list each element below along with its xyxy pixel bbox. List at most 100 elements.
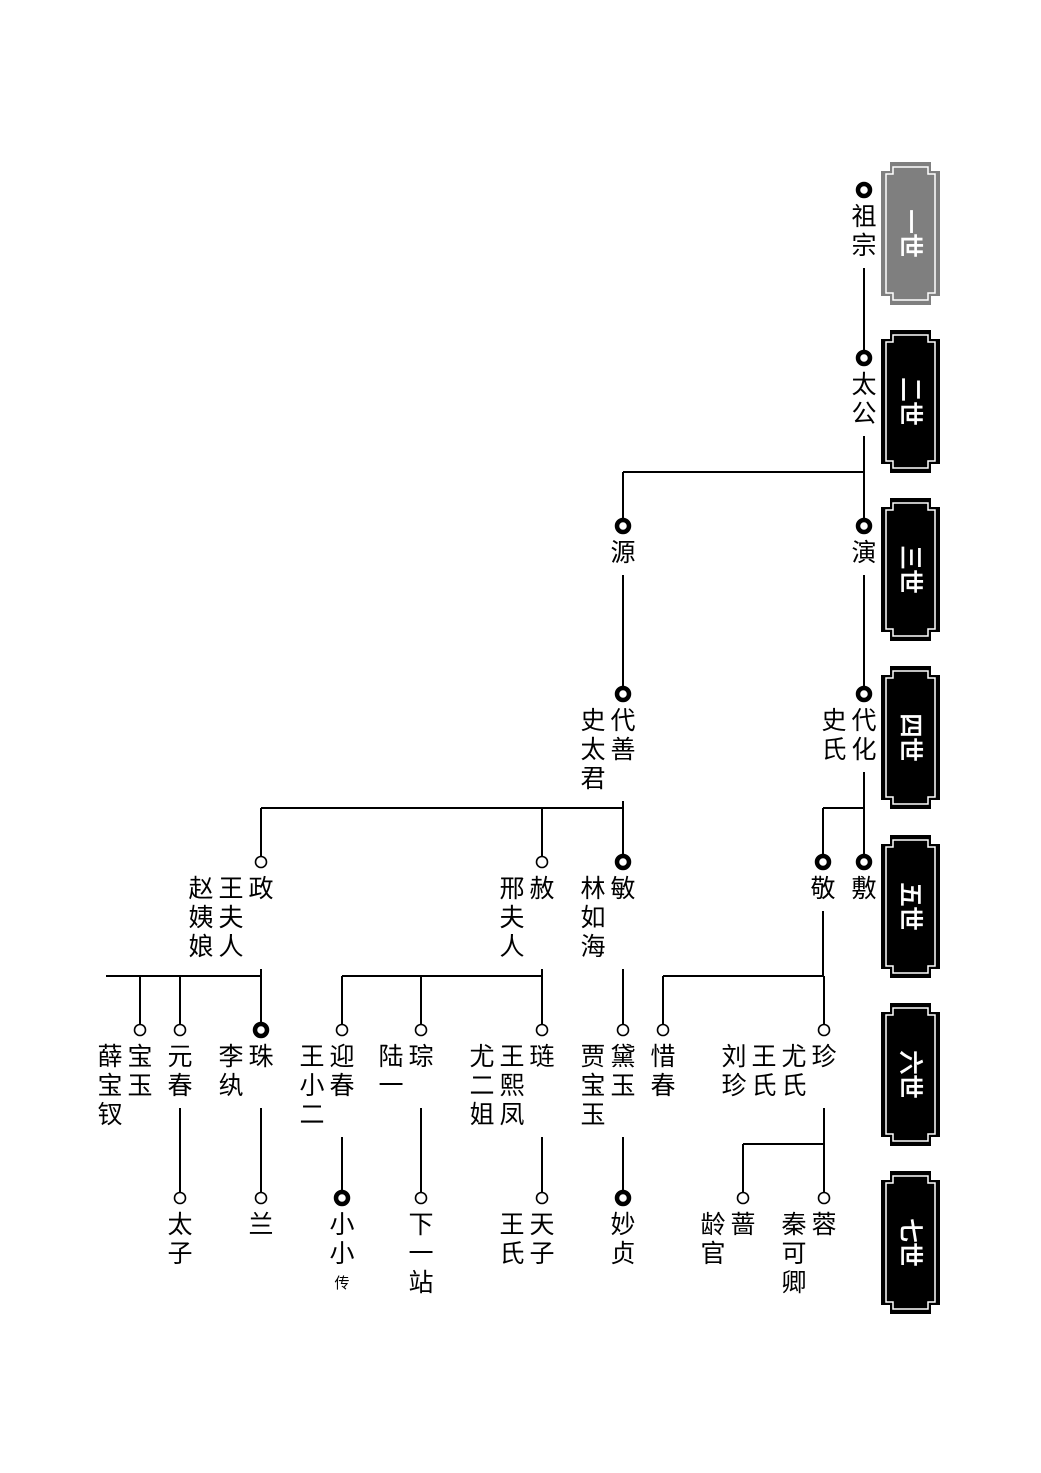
name-char: 海 [580, 932, 605, 961]
name-char: 宝 [97, 1071, 122, 1100]
name-char: 子 [529, 1239, 554, 1268]
open-marker [414, 1191, 428, 1205]
name-char: 敬 [810, 874, 835, 903]
name-char: 妙 [610, 1210, 635, 1239]
name-char: 化 [851, 735, 876, 764]
marker-center [621, 1196, 625, 1200]
name-char: 贞 [610, 1239, 635, 1268]
name-char: 熙 [499, 1071, 524, 1100]
marker-center [621, 860, 625, 864]
person-jing: 敬 [810, 853, 836, 903]
open-marker [254, 855, 268, 869]
name-char: 演 [851, 538, 876, 567]
name-char: 下 [408, 1210, 433, 1239]
name-char: 可 [781, 1239, 806, 1268]
name-char: 尤 [469, 1042, 494, 1071]
person-zhu: 珠李纨 [218, 1021, 274, 1100]
person-miaozhen: 妙贞 [610, 1189, 636, 1268]
open-marker [535, 1191, 549, 1205]
name-char: 公 [851, 399, 876, 428]
name-char: 史 [821, 706, 846, 735]
marker-center [862, 860, 866, 864]
marker-center [259, 1028, 263, 1032]
marker-center [821, 860, 825, 864]
name-char: 卿 [781, 1268, 806, 1297]
name-char: 氏 [499, 1239, 524, 1268]
name-char: 玉 [127, 1071, 152, 1100]
marker-center [621, 524, 625, 528]
person-yuanchun: 元春 [167, 1023, 193, 1100]
name-char: 夫 [218, 903, 243, 932]
open-marker [335, 1023, 349, 1037]
name-char: 陆 [378, 1042, 403, 1071]
open-marker [736, 1191, 750, 1205]
open-marker [616, 1023, 630, 1037]
name-char: 史 [580, 706, 605, 735]
name-char: 一 [408, 1239, 433, 1268]
name-char: 官 [700, 1239, 725, 1268]
open-marker [254, 1191, 268, 1205]
person-xichun: 惜春 [650, 1023, 676, 1100]
generation-label: 二世 [897, 378, 925, 426]
name-char: 尤 [781, 1042, 806, 1071]
name-char: 赵 [188, 874, 213, 903]
name-char: 玉 [580, 1100, 605, 1129]
name-char: 氏 [781, 1071, 806, 1100]
open-marker [656, 1023, 670, 1037]
open-marker [173, 1191, 187, 1205]
name-char: 代 [851, 706, 876, 735]
open-marker [133, 1023, 147, 1037]
name-char: 薛 [97, 1042, 122, 1071]
name-char: 刘 [721, 1042, 746, 1071]
marker-center [340, 1196, 344, 1200]
open-marker [817, 1191, 831, 1205]
generation-badge-6: 六世 [881, 1003, 940, 1146]
name-char: 如 [580, 903, 605, 932]
person-xiayizhan: 下一站 [408, 1191, 434, 1297]
name-char: 珍 [721, 1071, 746, 1100]
open-marker [173, 1023, 187, 1037]
name-char: 太 [851, 370, 876, 399]
marker-center [862, 692, 866, 696]
generation-badge-3: 三世 [881, 498, 940, 641]
generation-label: 三世 [897, 546, 925, 594]
name-char: 惜 [650, 1042, 675, 1071]
name-char: 政 [248, 874, 273, 903]
marker-center [862, 188, 866, 192]
name-char: 玉 [610, 1071, 635, 1100]
open-marker [817, 1023, 831, 1037]
person-taizi: 太子 [167, 1191, 193, 1268]
name-char: 姨 [188, 903, 213, 932]
name-char: 姐 [469, 1100, 494, 1129]
open-marker [535, 855, 549, 869]
name-char: 珠 [248, 1042, 273, 1071]
name-char: 氏 [821, 735, 846, 764]
generation-label: 七世 [897, 1219, 925, 1267]
name-char: 源 [610, 538, 635, 567]
generation-label: 一世 [897, 210, 925, 258]
name-char: 祖 [851, 202, 876, 231]
generation-badge-1: 一世 [881, 162, 940, 305]
name-char: 太 [580, 735, 605, 764]
name-char: 春 [650, 1071, 675, 1100]
name-char: 二 [469, 1071, 494, 1100]
person-yuan: 源 [610, 517, 636, 567]
name-char: 宝 [580, 1071, 605, 1100]
name-char: 蔷 [730, 1210, 755, 1239]
name-char: 贾 [580, 1042, 605, 1071]
name-char: 王 [218, 874, 243, 903]
name-char: 站 [408, 1268, 433, 1297]
generation-badge-2: 二世 [881, 330, 940, 473]
name-char: 小 [299, 1071, 324, 1100]
open-marker [535, 1023, 549, 1037]
name-char: 一 [378, 1071, 403, 1100]
